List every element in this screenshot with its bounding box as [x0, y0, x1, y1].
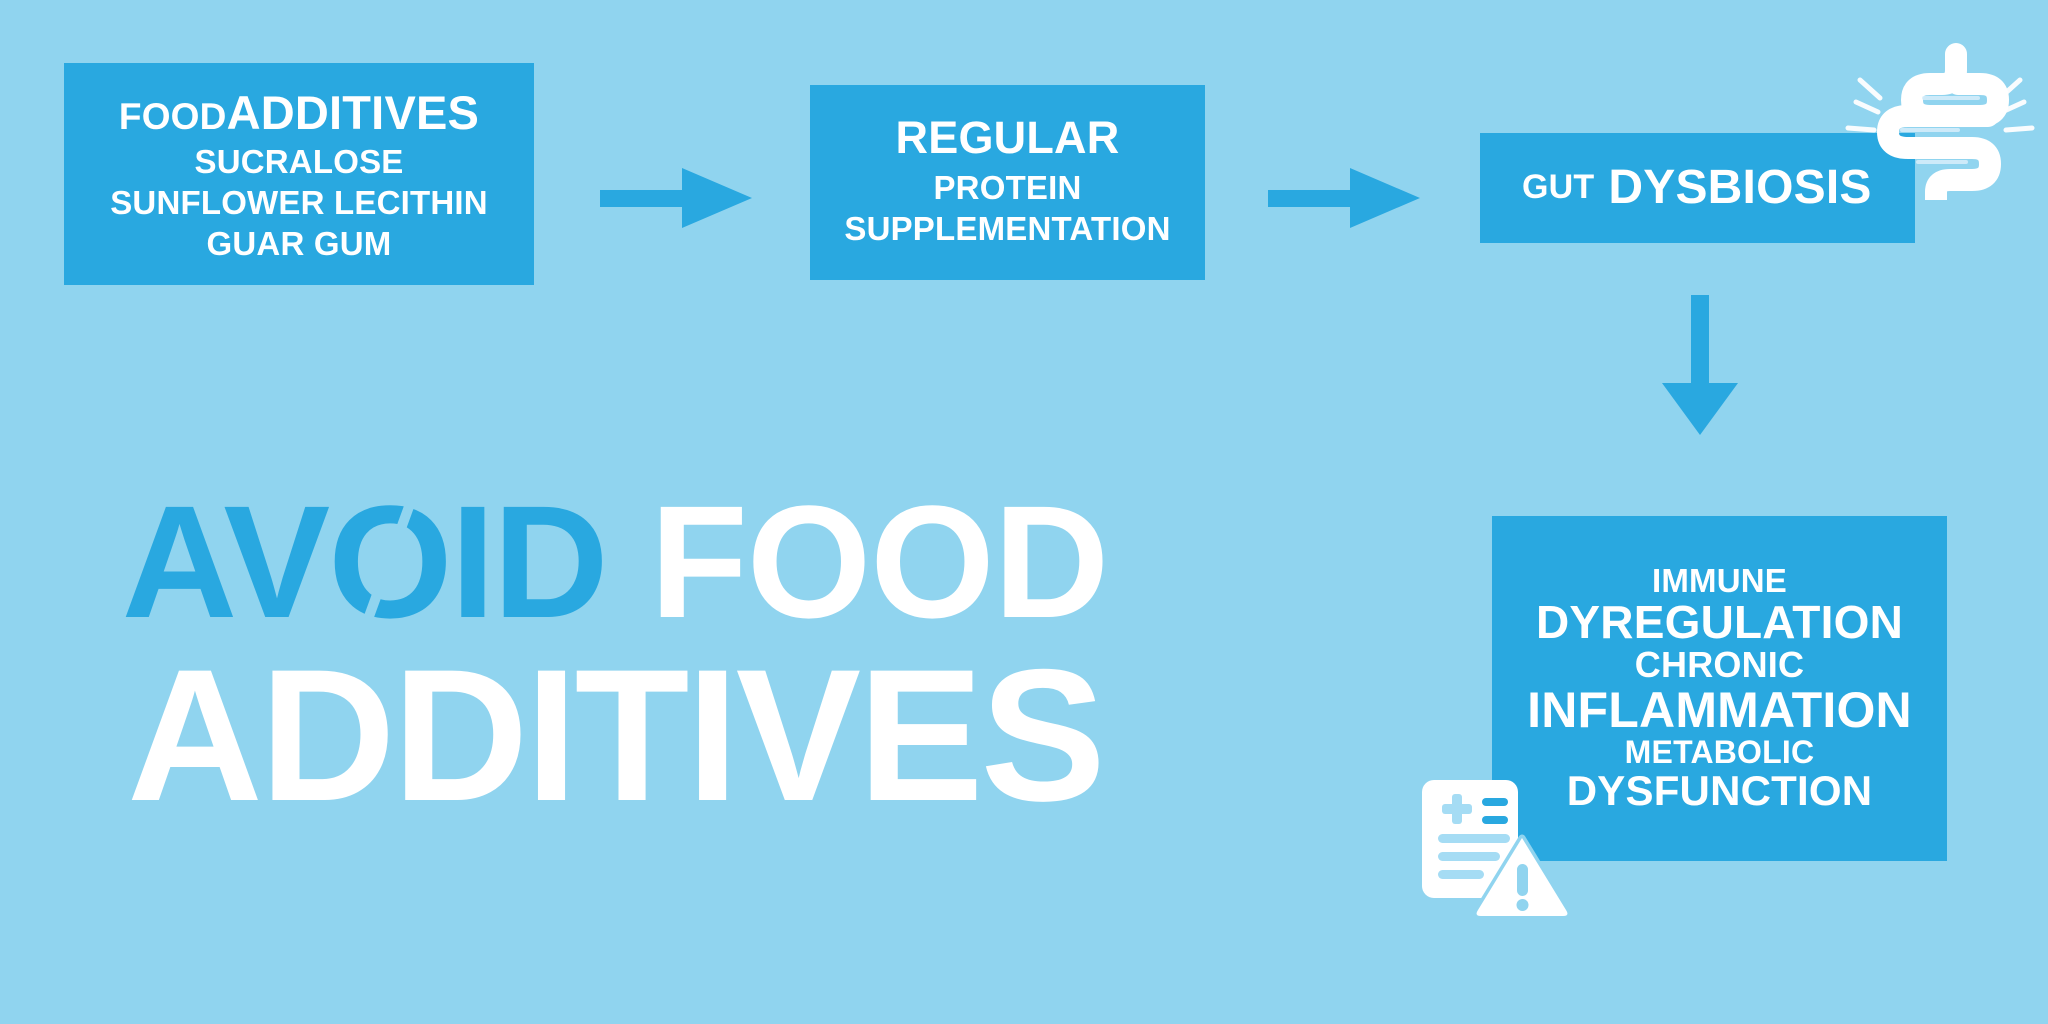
- additive-item-sucralose: SUCRALOSE: [194, 143, 404, 181]
- outcome-line-dysregulation: DYREGULATION: [1536, 595, 1903, 648]
- arrow-down-icon: [1650, 295, 1750, 445]
- headline-row-1: AVOID FOOD: [0, 482, 1230, 642]
- headline-word-avoid: AVOID: [121, 472, 609, 651]
- arrow-right-icon-2: [1268, 160, 1420, 241]
- protein-line-2: PROTEIN: [933, 169, 1082, 207]
- headline-avoid-part-b: ID: [450, 472, 609, 651]
- protein-line-1: REGULAR: [895, 112, 1120, 164]
- outcome-line-metabolic: METABOLIC: [1624, 734, 1815, 771]
- headline-slashed-o-letter: O: [328, 482, 452, 642]
- outcome-line-inflammation: INFLAMMATION: [1527, 681, 1912, 738]
- dysbiosis-label-small: GUT: [1522, 168, 1595, 207]
- food-additives-title: FOODADDITIVES: [118, 86, 480, 140]
- outcome-line-dysfunction: DYSFUNCTION: [1566, 767, 1873, 815]
- flow-box-gut-dysbiosis: GUT DYSBIOSIS: [1480, 133, 1915, 243]
- headline-word-food: FOOD: [607, 472, 1109, 651]
- additive-item-guar-gum: GUAR GUM: [206, 224, 392, 262]
- arrow-right-icon-1: [600, 160, 752, 241]
- flow-box-health-outcomes: IMMUNE DYREGULATION CHRONIC INFLAMMATION…: [1492, 516, 1947, 861]
- intestine-icon: [1838, 40, 2038, 211]
- medical-report-warning-icon: [1420, 776, 1571, 921]
- flow-box-food-additives: FOODADDITIVES SUCRALOSE SUNFLOWER LECITH…: [64, 63, 534, 285]
- food-additives-title-small: FOOD: [118, 96, 227, 138]
- headline-food-text: FOOD: [650, 472, 1109, 651]
- headline-avoid-part-a: AV: [121, 472, 330, 651]
- outcome-line-chronic: CHRONIC: [1634, 644, 1805, 686]
- additive-item-sunflower-lecithin: SUNFLOWER LECITHIN: [110, 183, 488, 221]
- headline: AVOID FOOD ADDITIVES: [0, 482, 1230, 840]
- dysbiosis-label-large: DYSBIOSIS: [1608, 161, 1872, 215]
- outcome-line-immune: IMMUNE: [1651, 561, 1788, 599]
- protein-line-3: SUPPLEMENTATION: [844, 210, 1171, 248]
- headline-row-2: ADDITIVES: [127, 629, 1106, 840]
- flow-box-protein-supplementation: REGULAR PROTEIN SUPPLEMENTATION: [810, 85, 1205, 280]
- food-additives-title-large: ADDITIVES: [226, 86, 480, 140]
